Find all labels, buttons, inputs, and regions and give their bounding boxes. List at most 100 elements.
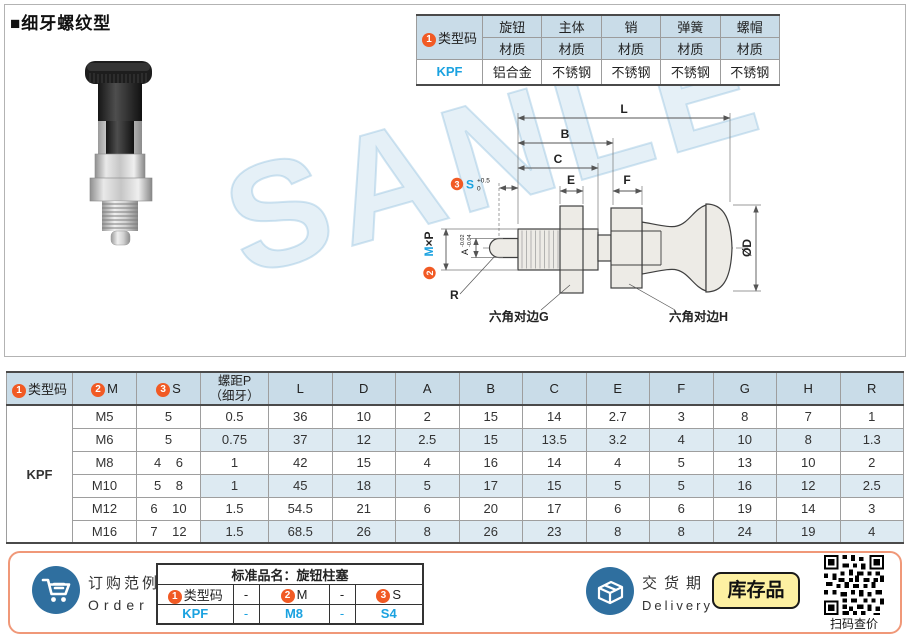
header-L: L (268, 371, 333, 406)
m-cell: M6 (72, 427, 137, 452)
dim-cell: 12 (776, 473, 841, 498)
dim-cell: 37 (268, 427, 333, 452)
dim-cell: 12 (331, 427, 396, 452)
badge-1: 1 (421, 33, 436, 47)
dim-cell: 6 (395, 496, 460, 521)
dim-cell: 15 (458, 427, 523, 452)
table-row: M8 4 6 1 42 15 4 16 14 4 5 13 10 2 (7, 450, 904, 475)
svg-text:M×P: M×P (422, 231, 436, 256)
table-row: M12 6 10 1.5 54.5 21 6 20 17 6 6 19 14 3 (7, 496, 904, 521)
dim-cell: 4 (839, 519, 904, 544)
upper-section: ■细牙螺纹型 SANLE (4, 4, 906, 357)
dim-cell: 8 (585, 519, 650, 544)
plunger-pin-tip (110, 230, 131, 246)
dim-cell: 2 (395, 404, 460, 429)
material-value: 不锈钢 (600, 59, 662, 85)
qr-code (824, 555, 884, 615)
dim-cell: 5 (585, 473, 650, 498)
dim-cell: 45 (268, 473, 333, 498)
s-cell: 5 8 (136, 473, 201, 498)
qr-caption: 扫码查价 (829, 617, 878, 631)
material-label: 材质 (541, 37, 602, 60)
svg-text:-0.04: -0.04 (467, 234, 473, 247)
header-pitch: 螺距P（细牙） (200, 371, 269, 406)
dim-cell: 8 (776, 427, 841, 452)
order-dash: - (328, 584, 356, 605)
order-dash: - (232, 584, 260, 605)
dim-cell: 2 (839, 450, 904, 475)
table-row: KPF M5 5 0.5 36 10 2 15 14 2.7 3 8 7 1 (6, 404, 904, 544)
dim-cell: 2.5 (839, 473, 904, 498)
material-value: 不锈钢 (719, 59, 781, 85)
stock-item-badge: 库存品 (712, 572, 800, 609)
s-cell: 4 6 (136, 450, 201, 475)
svg-text:S: S (466, 178, 474, 192)
technical-drawing: L B C E F 3 S +0.5 0 2 M×P A (422, 102, 761, 324)
svg-text:3: 3 (454, 180, 459, 190)
hex-nut-lower (89, 177, 153, 202)
material-value: 不锈钢 (541, 59, 602, 85)
svg-text:2: 2 (425, 270, 435, 275)
dim-cell: 3 (649, 404, 714, 429)
dim-cell: 24 (712, 519, 777, 544)
product-photo (85, 61, 153, 246)
dim-cell: 8 (712, 404, 777, 429)
dim-cell: 15 (522, 473, 587, 498)
svg-text:+0.5: +0.5 (477, 178, 490, 185)
hex-nut-upper (94, 153, 146, 181)
dim-label-R: R (450, 288, 459, 302)
dim-label-F: F (623, 173, 630, 187)
dim-label-B: B (561, 127, 570, 141)
type-code-cell: KPF (6, 404, 73, 544)
dim-cell: 4 (395, 450, 460, 475)
pitch-cell: 1 (200, 473, 269, 498)
dim-cell: 15 (331, 450, 396, 475)
dim-cell: 14 (776, 496, 841, 521)
page-title: ■细牙螺纹型 (10, 14, 112, 33)
header-D: D (331, 371, 396, 406)
pitch-cell: 0.75 (200, 427, 269, 452)
dim-cell: 3 (839, 496, 904, 521)
dim-cell: 42 (268, 450, 333, 475)
col-nut: 螺帽 (719, 14, 781, 38)
dim-label-L: L (620, 102, 627, 116)
dim-label-C: C (554, 152, 563, 166)
cart-icon (32, 566, 80, 614)
s-cell: 5 (136, 404, 201, 429)
order-example-label: 订购范例 Order (88, 575, 161, 613)
col-knob: 旋钮 (481, 14, 543, 38)
material-label: 材质 (600, 37, 662, 60)
dim-cell: 4 (585, 450, 650, 475)
dim-cell: 5 (649, 450, 714, 475)
col-body: 主体 (541, 14, 602, 38)
dim-cell: 21 (331, 496, 396, 521)
s-cell: 6 10 (136, 496, 201, 521)
hex-flats-h-label: 六角对边H (669, 309, 728, 324)
dim-cell: 17 (458, 473, 523, 498)
dim-cell: 18 (331, 473, 396, 498)
dim-cell: 10 (331, 404, 396, 429)
dim-cell: 13.5 (522, 427, 587, 452)
dim-cell: 4 (649, 427, 714, 452)
dim-cell: 26 (458, 519, 523, 544)
svg-text:ØD: ØD (740, 239, 754, 257)
dim-cell: 16 (458, 450, 523, 475)
s-cell: 7 12 (136, 519, 201, 544)
m-cell: M5 (72, 404, 137, 429)
pitch-cell: 1 (200, 450, 269, 475)
dim-cell: 10 (712, 427, 777, 452)
col-pin: 销 (600, 14, 662, 38)
svg-text:0: 0 (477, 186, 481, 193)
dim-cell: 8 (649, 519, 714, 544)
material-value: 铝合金 (481, 59, 543, 85)
m-cell: M8 (72, 450, 137, 475)
material-value: 不锈钢 (660, 59, 721, 85)
